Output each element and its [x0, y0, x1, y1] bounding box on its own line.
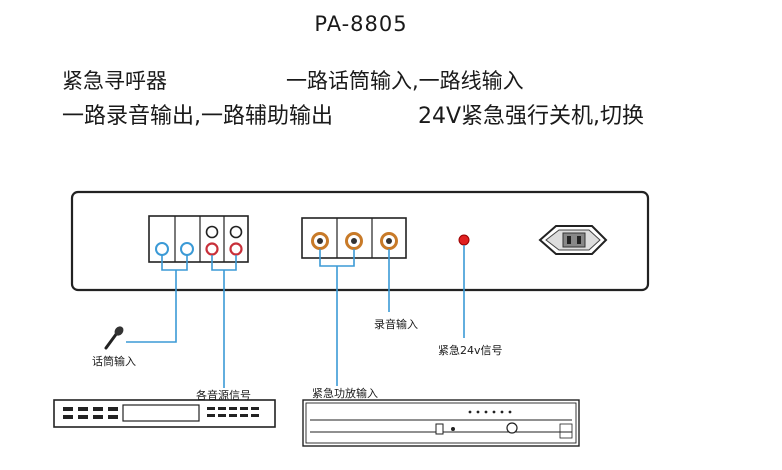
rca-jack-top-2 [229, 225, 243, 239]
label-record-input: 录音输入 [374, 318, 418, 331]
feature-mic-line-input: 一路话筒输入,一路线输入 [286, 69, 524, 93]
rca-jack-top-1 [205, 225, 219, 239]
signal-source-device-icon [53, 399, 276, 428]
power-socket-icon [538, 225, 608, 255]
microphone-icon [104, 326, 124, 350]
feature-record-aux-output: 一路录音输出,一路辅助输出 [62, 104, 333, 129]
mic-jack-right [180, 242, 194, 256]
label-emergency-24v: 紧急24v信号 [438, 344, 503, 357]
mic-jack-left [155, 242, 169, 256]
wiring [126, 245, 465, 388]
page-title: PA-8805 [314, 12, 408, 36]
rca-terminal-block [148, 215, 249, 263]
label-mic-input: 话筒输入 [92, 355, 136, 368]
feature-emergency-pager: 紧急寻呼器 [62, 69, 167, 93]
emergency-24v-led [458, 234, 470, 246]
feature-24v-shutdown: 24V紧急强行关机,切换 [418, 104, 645, 129]
rca-jack-bottom-2 [229, 242, 243, 256]
rca-jack-bottom-1 [205, 242, 219, 256]
label-audio-sources: 各音源信号 [196, 389, 251, 402]
power-amplifier-icon [302, 399, 580, 447]
label-emergency-amp-input: 紧急功放输入 [312, 387, 378, 400]
